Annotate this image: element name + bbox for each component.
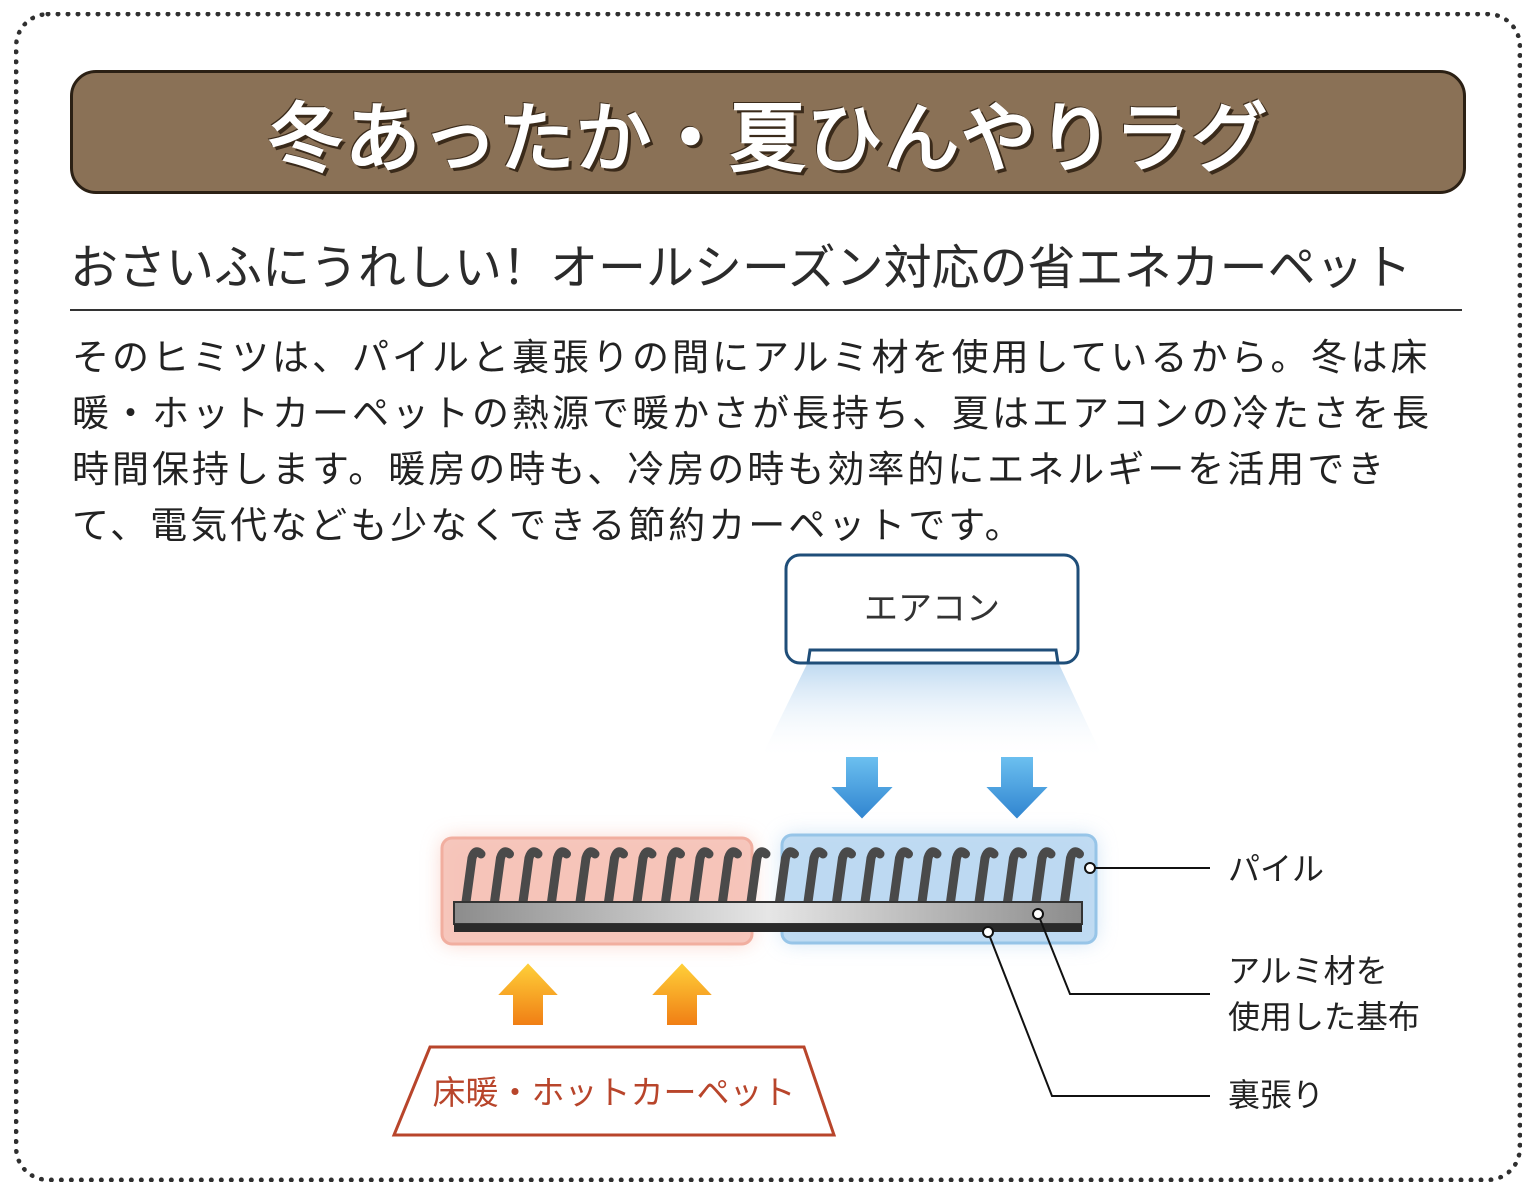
backing-pointer <box>982 926 994 938</box>
warm-arrow-icon <box>493 960 563 1027</box>
pile-fiber <box>832 847 856 907</box>
pile-fiber <box>803 847 828 907</box>
backing-layer <box>454 924 1082 932</box>
airflow-cone <box>760 662 1104 760</box>
pile-fiber <box>661 847 685 907</box>
page-title: 冬あったか・夏ひんやりラグ <box>267 94 1269 183</box>
aluminum-label-line2: 使用した基布 <box>1228 998 1420 1036</box>
divider <box>70 309 1462 311</box>
title-banner: 冬あったか・夏ひんやりラグ <box>70 70 1466 194</box>
cool-arrow-icon <box>826 755 898 822</box>
pile-fiber <box>889 847 913 907</box>
pile-fiber <box>1060 847 1084 907</box>
floor-heater-label: 床暖・ホットカーペット <box>433 1073 796 1112</box>
pile-fiber <box>946 847 970 907</box>
pile-fiber <box>632 847 657 907</box>
pile-fibers <box>461 847 1084 907</box>
aluminum-base-layer <box>453 901 1083 925</box>
air-conditioner-label: エアコン <box>864 589 1000 629</box>
pile-fiber <box>689 847 714 907</box>
pile-fiber <box>974 847 999 907</box>
floor-heater: 床暖・ホットカーペット <box>391 1045 837 1137</box>
dotted-frame <box>14 12 1522 1182</box>
pile-pointer <box>1084 862 1096 874</box>
air-conditioner: エアコン <box>784 553 1080 665</box>
pile-fiber <box>575 847 600 907</box>
pile-fiber <box>746 847 771 907</box>
aluminum-pointer <box>1032 908 1044 920</box>
cool-arrow-icon <box>981 755 1053 822</box>
pile-fiber <box>461 847 486 907</box>
pile-fiber <box>518 847 543 907</box>
pile-fiber <box>1003 847 1027 907</box>
description-text: そのヒミツは、パイルと裏張りの間にアルミ材を使用しているから。冬は床暖・ホットカ… <box>72 336 1432 547</box>
pile-fiber <box>547 847 571 907</box>
pile-fiber <box>860 847 885 907</box>
aluminum-label-line1: アルミ材を <box>1228 952 1388 990</box>
pile-label: パイル <box>1228 850 1324 888</box>
pile-fiber <box>490 847 514 907</box>
warm-arrow-icon <box>647 960 717 1027</box>
pile-fiber <box>1031 847 1056 907</box>
leader-lines <box>987 867 1210 1097</box>
pile-fiber <box>718 847 742 907</box>
pile-fiber <box>917 847 942 907</box>
pile-fiber <box>775 847 799 907</box>
subtitle: おさいふにうれしい！オールシーズン対応の省エネカーペット <box>70 240 1412 296</box>
pile-fiber <box>604 847 628 907</box>
backing-label: 裏張り <box>1228 1076 1324 1114</box>
